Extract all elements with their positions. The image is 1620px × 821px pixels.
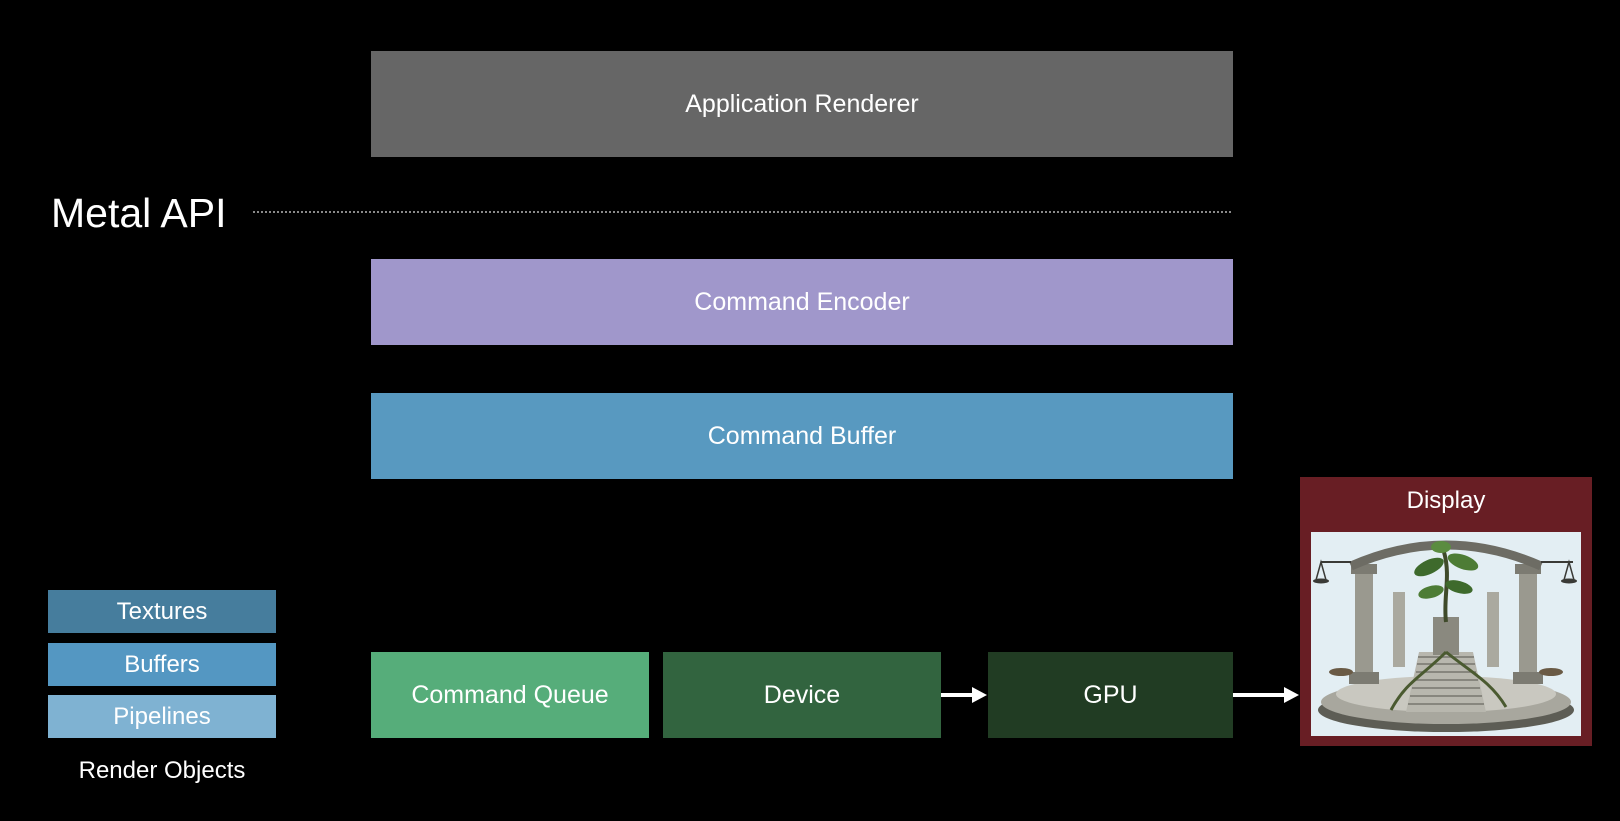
command-queue-box: Command Queue	[371, 652, 649, 738]
pipelines-box: Pipelines	[48, 695, 276, 738]
device-box: Device	[663, 652, 941, 738]
display-temple-image	[1311, 532, 1581, 736]
command-buffer-box: Command Buffer	[371, 393, 1233, 479]
pipelines-label: Pipelines	[113, 702, 211, 730]
command-encoder-box: Command Encoder	[371, 259, 1233, 345]
display-panel: Display	[1300, 477, 1592, 746]
textures-box: Textures	[48, 590, 276, 633]
metal-api-label: Metal API	[51, 190, 227, 236]
buffers-box: Buffers	[48, 643, 276, 686]
textures-label: Textures	[116, 597, 208, 625]
command-queue-label: Command Queue	[411, 680, 609, 709]
device-label: Device	[763, 680, 841, 709]
render-objects-caption: Render Objects	[78, 757, 246, 784]
display-title: Display	[1406, 487, 1486, 514]
arrow-device-to-gpu-icon	[941, 687, 987, 703]
api-divider-line	[253, 211, 1231, 213]
command-encoder-label: Command Encoder	[694, 287, 910, 316]
application-renderer-box: Application Renderer	[371, 51, 1233, 157]
gpu-label: GPU	[1083, 680, 1138, 709]
buffers-label: Buffers	[124, 650, 200, 678]
application-renderer-label: Application Renderer	[685, 89, 919, 118]
command-buffer-label: Command Buffer	[707, 421, 897, 450]
temple-illustration-icon	[1311, 532, 1581, 736]
gpu-box: GPU	[988, 652, 1233, 738]
arrow-gpu-to-display-icon	[1233, 687, 1299, 703]
